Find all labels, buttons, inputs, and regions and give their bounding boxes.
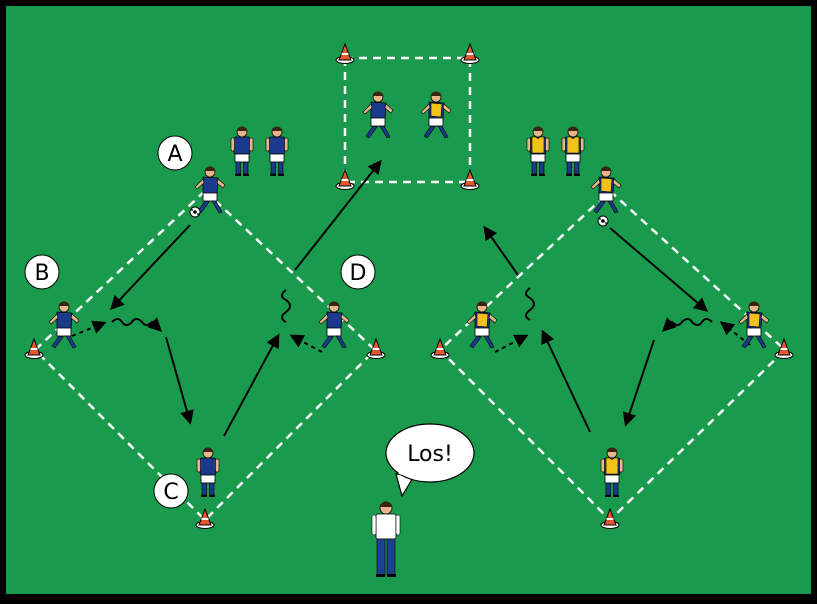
label-d-badge: D — [340, 254, 376, 290]
label-c-badge: C — [153, 473, 189, 509]
label-b: B — [34, 261, 49, 286]
ball-icon — [597, 215, 609, 227]
pass-arrow — [622, 339, 655, 427]
label-b-badge: B — [24, 254, 60, 290]
field — [6, 6, 811, 594]
pass-arrow — [110, 224, 191, 311]
pass-arrow — [483, 225, 519, 276]
dribble-arrow — [525, 287, 535, 321]
run-arrow — [289, 334, 323, 353]
right-passes — [483, 225, 751, 433]
pass-arrow — [223, 333, 280, 437]
pass-arrow — [294, 159, 382, 271]
coach — [371, 501, 401, 577]
label-a: A — [167, 142, 182, 167]
left-passes — [71, 159, 382, 437]
label-a-badge: A — [157, 135, 193, 171]
label-d: D — [350, 261, 367, 286]
pass-arrow — [541, 329, 591, 433]
dribble-arrow — [281, 289, 291, 323]
pass-arrow — [165, 336, 194, 425]
run-arrow — [71, 320, 107, 337]
pass-arrow — [609, 227, 709, 312]
ball-icon — [189, 206, 201, 218]
dribble-arrow — [662, 317, 713, 332]
dribble-arrow — [111, 317, 162, 332]
label-c: C — [163, 480, 178, 505]
speech-text: Los! — [407, 442, 453, 467]
speech-bubble: Los! — [385, 423, 475, 498]
run-arrow — [494, 334, 529, 353]
left-diamond — [33, 189, 377, 522]
run-arrow — [719, 321, 751, 346]
